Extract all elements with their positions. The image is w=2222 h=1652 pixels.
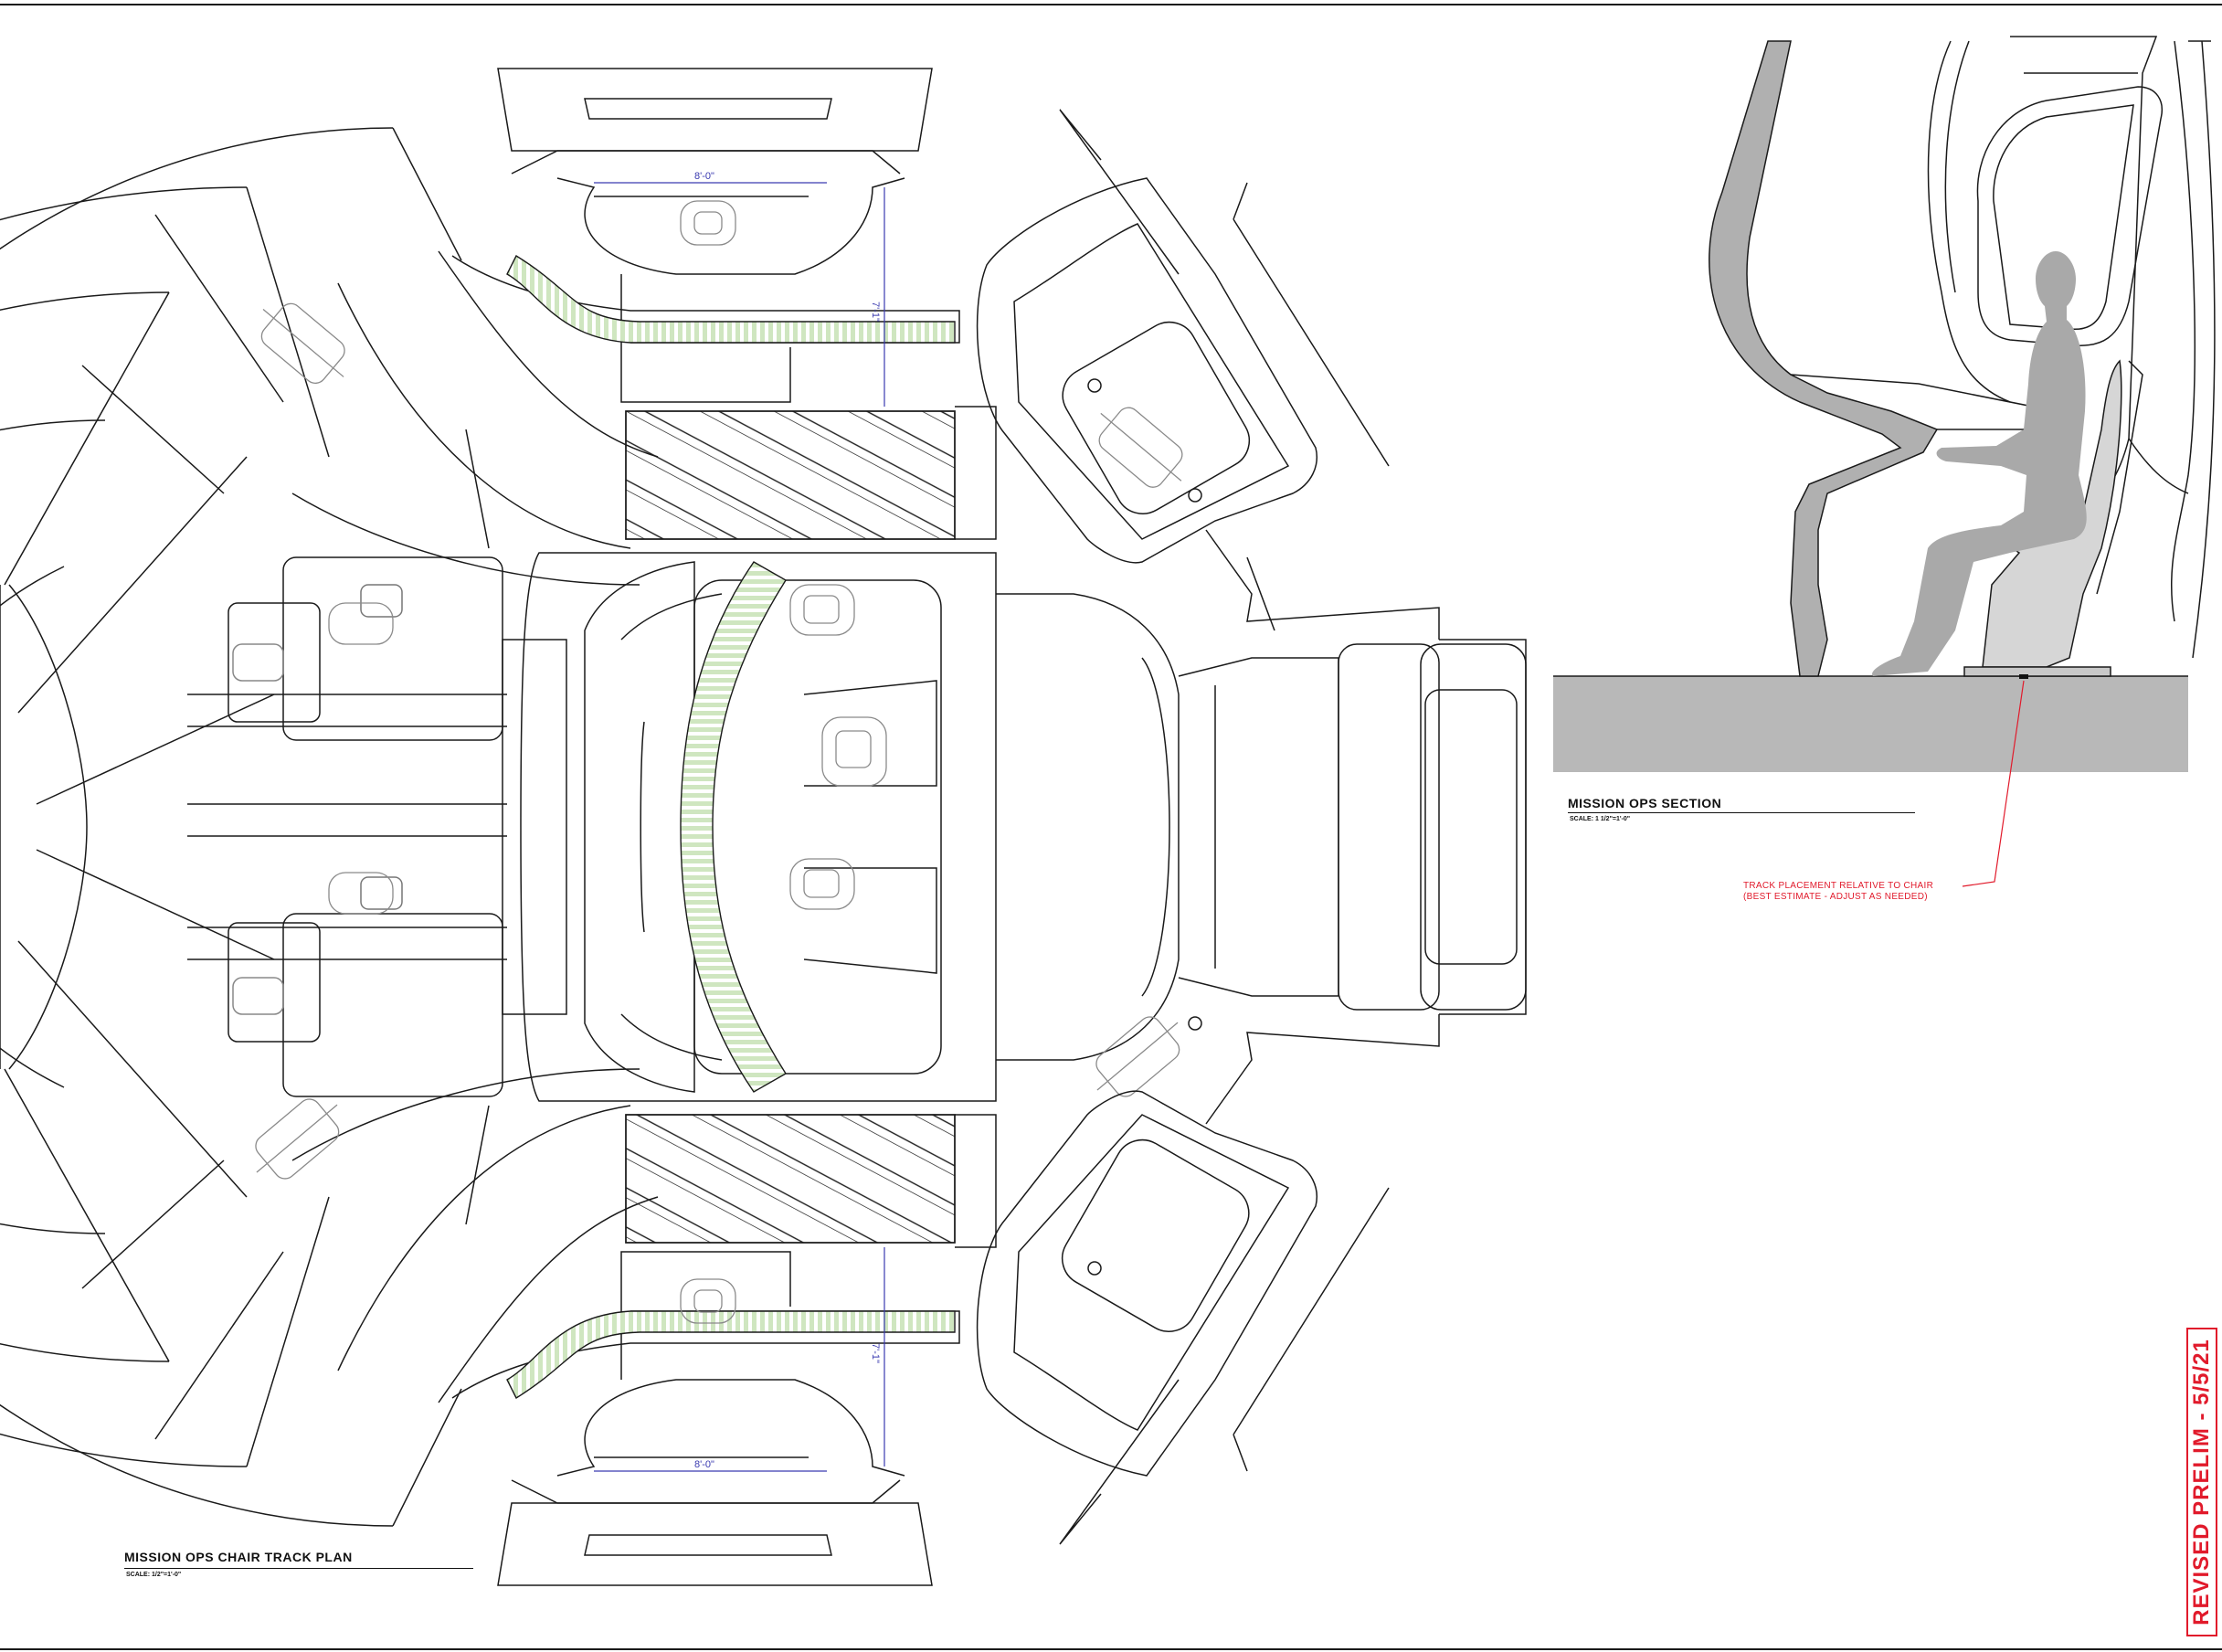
left-stations: [187, 556, 507, 1097]
section-scale: SCALE: 1 1/2"=1'-0": [1570, 816, 1631, 822]
dimension-bottom-depth: 7'-1": [870, 1343, 881, 1363]
center-chair-track: [680, 561, 787, 1093]
revision-stamp: REVISED PRELIM - 5/5/21: [2189, 1339, 2214, 1626]
section-console: [1709, 40, 1939, 677]
dimension-top-depth: 7'-1": [870, 302, 881, 322]
section-figure: [1872, 251, 2087, 676]
dimension-bottom-width: 8'-0": [694, 1459, 714, 1470]
plan-title: MISSION OPS CHAIR TRACK PLAN: [124, 1550, 353, 1564]
upper-right-pod: [976, 109, 1440, 640]
plan-chairs: [255, 200, 1183, 1324]
top-chair-track: [506, 255, 956, 344]
plan-scale: SCALE: 1/2"=1'-0": [126, 1572, 182, 1578]
central-hub: [502, 552, 1527, 1102]
section-floor: [1553, 676, 2188, 772]
annotation-line-1: TRACK PLACEMENT RELATIVE TO CHAIR: [1743, 881, 1934, 891]
bottom-chair-track: [506, 1310, 956, 1399]
annotation-leader: [1962, 680, 2025, 887]
plan-view: 8'-0" 7'-1" 8'-0" 7'-1": [0, 68, 1527, 1586]
top-console-bay: [451, 68, 997, 540]
dimension-top-width: 8'-0": [694, 171, 714, 182]
bottom-console-bay: [451, 1114, 997, 1586]
left-fan-floor: [0, 127, 659, 1527]
section-title: MISSION OPS SECTION: [1568, 796, 1722, 810]
section-title-underline: [1568, 812, 1915, 813]
lower-right-pod: [976, 1014, 1440, 1545]
dimension-lines: [594, 182, 885, 1472]
plan-title-underline: [124, 1568, 473, 1569]
section-window: [1976, 86, 2163, 346]
section-track-marker: [2019, 674, 2028, 679]
revision-stamp-box: [2186, 1328, 2217, 1636]
annotation-line-2: (BEST ESTIMATE - ADJUST AS NEEDED): [1743, 892, 1928, 902]
section-view: [1553, 36, 2216, 887]
